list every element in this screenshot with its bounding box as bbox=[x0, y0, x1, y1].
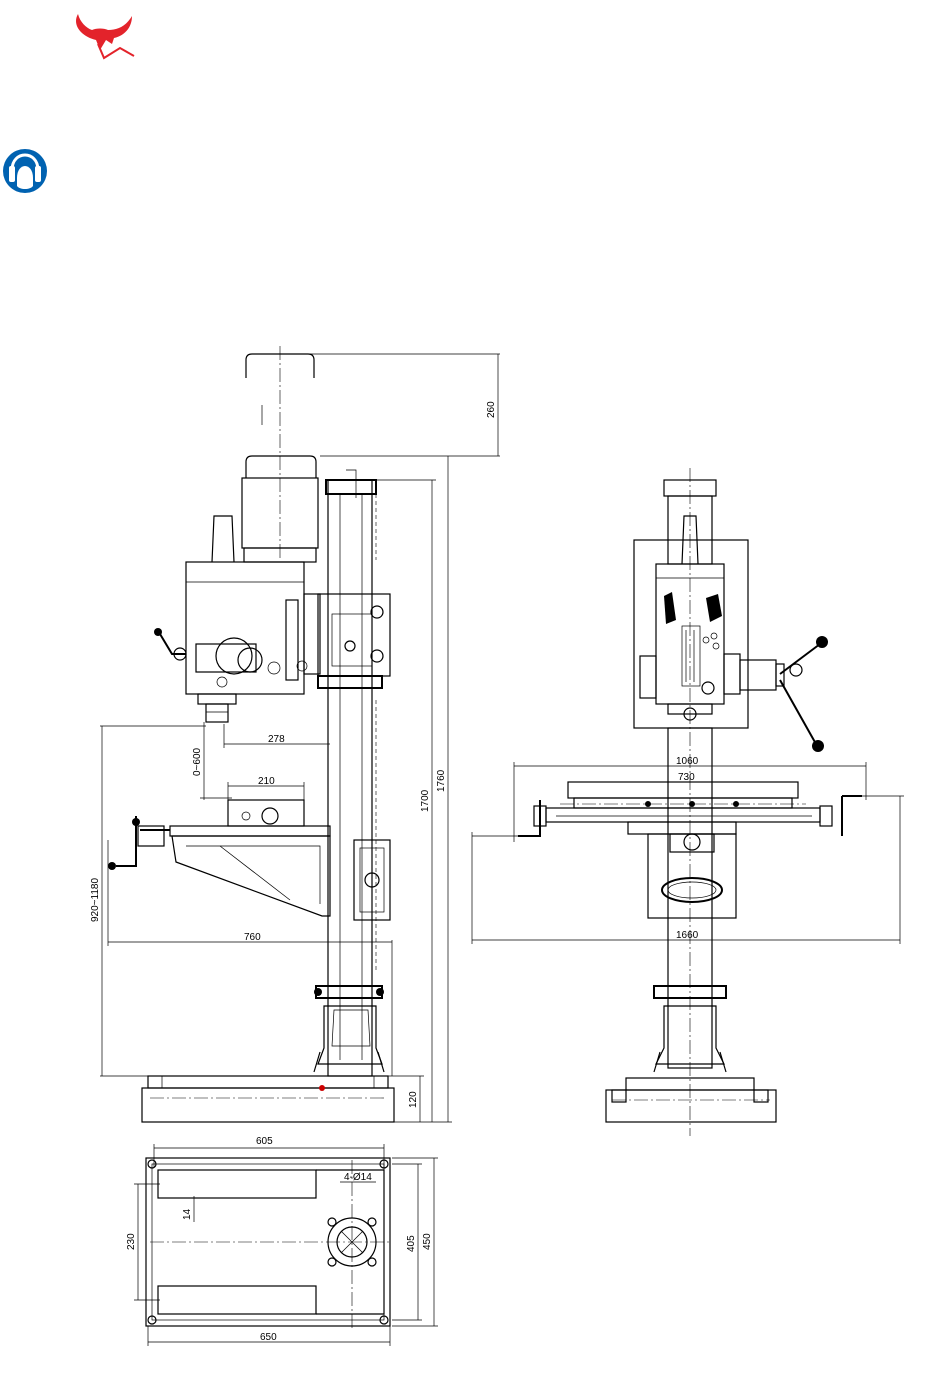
dim-table-length: 730 bbox=[678, 772, 695, 783]
dim-table-width: 210 bbox=[258, 776, 275, 787]
dim-top-clearance: 260 bbox=[486, 401, 497, 418]
dim-base-reach: 760 bbox=[244, 932, 261, 943]
ear-protection-icon bbox=[3, 149, 47, 193]
dim-base-inner-depth: 405 bbox=[406, 1235, 417, 1252]
base-plan-view bbox=[134, 1144, 438, 1346]
dim-column-height: 1700 bbox=[420, 789, 431, 812]
dim-table-length-total: 1060 bbox=[676, 756, 699, 767]
dim-base-height: 120 bbox=[408, 1091, 419, 1108]
dim-base-slot-length: 605 bbox=[256, 1136, 273, 1147]
dim-overall-height: 1760 bbox=[436, 769, 447, 792]
dim-slot-width: 14 bbox=[182, 1208, 193, 1220]
dim-slot-spacing: 230 bbox=[126, 1233, 137, 1250]
bull-logo-icon bbox=[76, 14, 134, 58]
dim-table-travel-total: 1660 bbox=[676, 930, 699, 941]
front-view bbox=[472, 468, 904, 1136]
side-view bbox=[100, 346, 500, 1122]
dimension-labels: 260 1700 1760 278 0~600 210 920~1180 760… bbox=[90, 401, 699, 1343]
dim-spindle-reach: 278 bbox=[268, 734, 285, 745]
dim-spindle-travel: 0~600 bbox=[192, 747, 203, 776]
dim-base-depth: 450 bbox=[422, 1233, 433, 1250]
dim-spindle-to-base: 920~1180 bbox=[90, 878, 101, 922]
dim-bolt-holes: 4-Ø14 bbox=[344, 1172, 372, 1183]
dim-base-length: 650 bbox=[260, 1332, 277, 1343]
